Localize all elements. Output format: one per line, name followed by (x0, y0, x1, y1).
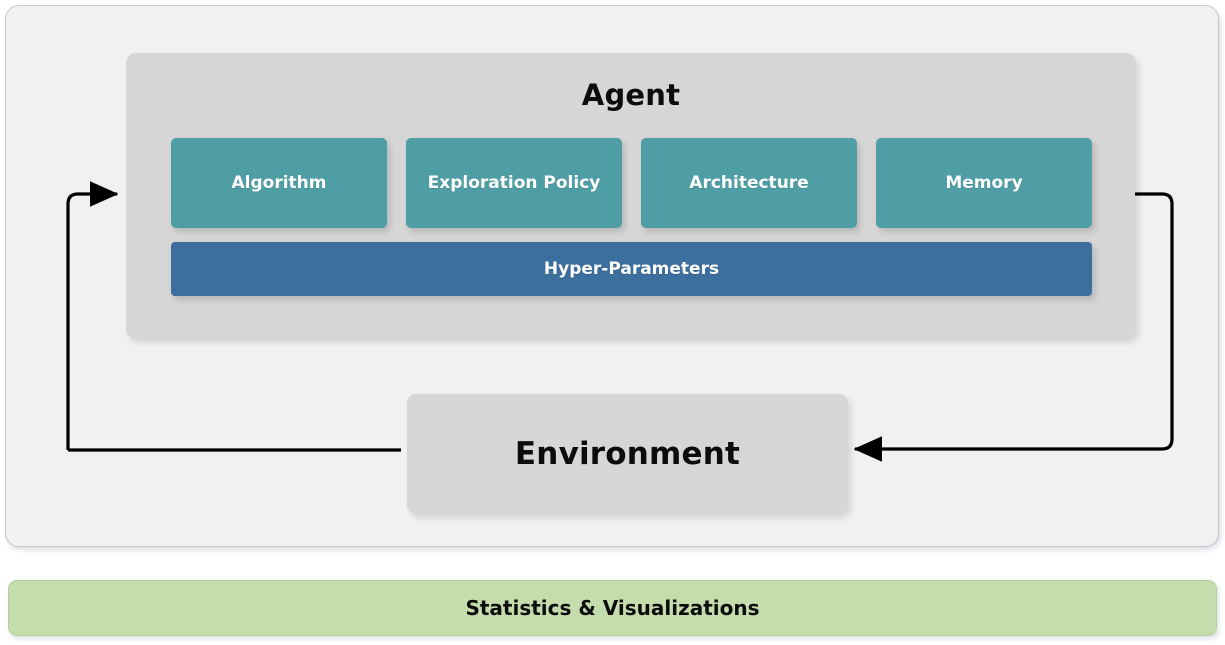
environment-title: Environment (514, 436, 741, 472)
agent-panel: Agent Algorithm Exploration Policy Archi… (126, 53, 1136, 339)
statistics-visualizations-label: Statistics & Visualizations (465, 596, 760, 620)
rl-loop-panel: Agent Algorithm Exploration Policy Archi… (5, 5, 1219, 547)
hyper-parameters-bar[interactable]: Hyper-Parameters (171, 242, 1092, 296)
agent-component-memory[interactable]: Memory (876, 138, 1092, 228)
agent-component-architecture[interactable]: Architecture (641, 138, 857, 228)
agent-title: Agent (581, 78, 681, 112)
statistics-visualizations-bar[interactable]: Statistics & Visualizations (8, 580, 1217, 636)
agent-component-row: Algorithm Exploration Policy Architectur… (171, 138, 1092, 228)
agent-component-algorithm[interactable]: Algorithm (171, 138, 387, 228)
environment-panel[interactable]: Environment (407, 394, 848, 514)
agent-component-exploration-policy[interactable]: Exploration Policy (406, 138, 622, 228)
